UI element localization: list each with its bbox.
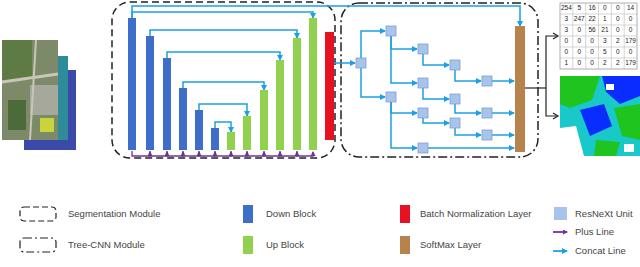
aerial-image (2, 40, 58, 140)
legend-text: Batch Normalization Layer (420, 208, 531, 219)
table-cell: 22 (588, 16, 595, 23)
legend-sample (553, 231, 567, 233)
table-cell: 0 (590, 49, 594, 56)
table-cell: 0 (616, 5, 620, 12)
table-cell: 247 (574, 16, 585, 23)
legend-text: SoftMax Layer (420, 239, 481, 250)
resnext-units (356, 26, 492, 153)
legend-text: Up Block (266, 239, 304, 250)
legend-swatch (243, 236, 253, 254)
input-images (2, 40, 76, 150)
aerial-patch (2, 40, 32, 80)
aerial-road (30, 40, 36, 140)
table-cell: 0 (616, 49, 620, 56)
table-cell: 0 (577, 38, 581, 45)
table-cell: 3 (565, 27, 569, 34)
up-blocks (227, 18, 317, 150)
table-cell: 0 (629, 27, 633, 34)
table-cell: 2 (616, 38, 620, 45)
legend-sample (20, 238, 56, 252)
legend-text: Down Block (266, 208, 316, 219)
confusion-matrix-grid (560, 3, 637, 69)
table-cell: 0 (590, 60, 594, 67)
table-cell: 0 (565, 49, 569, 56)
tree-lines (334, 31, 514, 148)
aerial-patch (30, 85, 58, 115)
tree-cnn-module-outline (341, 3, 538, 157)
table-cell: 0 (629, 49, 633, 56)
legend-text: Concat Line (575, 245, 626, 256)
table-cell: 3 (603, 38, 607, 45)
segmentation-map (560, 76, 640, 156)
table-cell: 0 (565, 38, 569, 45)
aerial-patch (8, 100, 26, 130)
table-cell: 16 (588, 5, 595, 12)
table-cell: 3 (565, 16, 569, 23)
table-cell: 179 (625, 38, 636, 45)
softmax-layer (515, 26, 525, 152)
legend-text: ResNeXt Unit (575, 208, 633, 219)
output-arrows (525, 33, 558, 119)
plus-lines (132, 151, 313, 156)
down-blocks (128, 18, 219, 150)
batch-normalization-layer (325, 32, 334, 140)
aerial-patch (40, 118, 54, 132)
legend-swatch (400, 205, 410, 223)
table-cell: 2 (603, 60, 607, 67)
table-cell: 0 (616, 16, 620, 23)
table-cell: 5 (603, 49, 607, 56)
table-cell: 179 (625, 60, 636, 67)
legend-text: Plus Line (575, 226, 614, 237)
legend-swatch (243, 205, 253, 223)
legend-text: Segmentation Module (68, 208, 160, 219)
table-cell: 0 (629, 16, 633, 23)
table-cell: 56 (588, 27, 595, 34)
legend-text: Tree-CNN Module (68, 239, 145, 250)
legend-swatch (554, 207, 567, 220)
table-cell: 14 (627, 5, 634, 12)
table-cell: 1 (603, 16, 607, 23)
table-cell: 21 (601, 27, 608, 34)
table-cell: 1 (565, 60, 569, 67)
legend-sample (20, 207, 56, 221)
table-cell: 254 (561, 5, 572, 12)
table-cell: 0 (616, 27, 620, 34)
legend-sample (553, 250, 567, 252)
table-cell: 0 (590, 38, 594, 45)
segmentation-module-outline (112, 2, 335, 158)
table-cell: 0 (577, 27, 581, 34)
table-cell: 0 (603, 5, 607, 12)
aerial-road (2, 74, 58, 82)
legend-swatch (400, 236, 410, 254)
table-cell: 5 (577, 5, 581, 12)
table-cell: 0 (577, 60, 581, 67)
table-cell: 0 (577, 49, 581, 56)
table-cell: 2 (616, 60, 620, 67)
